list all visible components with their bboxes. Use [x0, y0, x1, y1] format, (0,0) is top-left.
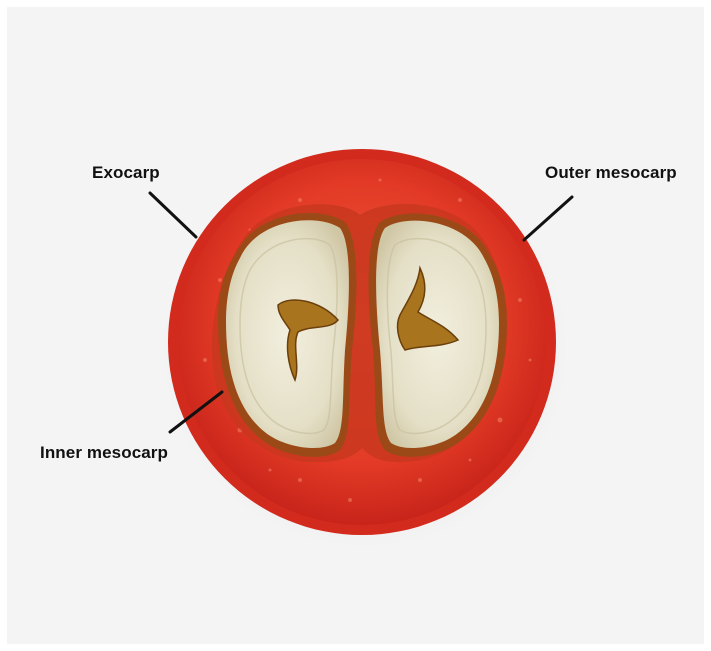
- outer-mesocarp-leader-line: [524, 197, 572, 240]
- exocarp-label: Exocarp: [92, 163, 160, 183]
- outer-mesocarp-label: Outer mesocarp: [545, 163, 677, 183]
- inner-mesocarp-label: Inner mesocarp: [40, 443, 168, 463]
- exocarp-leader-line: [150, 193, 196, 237]
